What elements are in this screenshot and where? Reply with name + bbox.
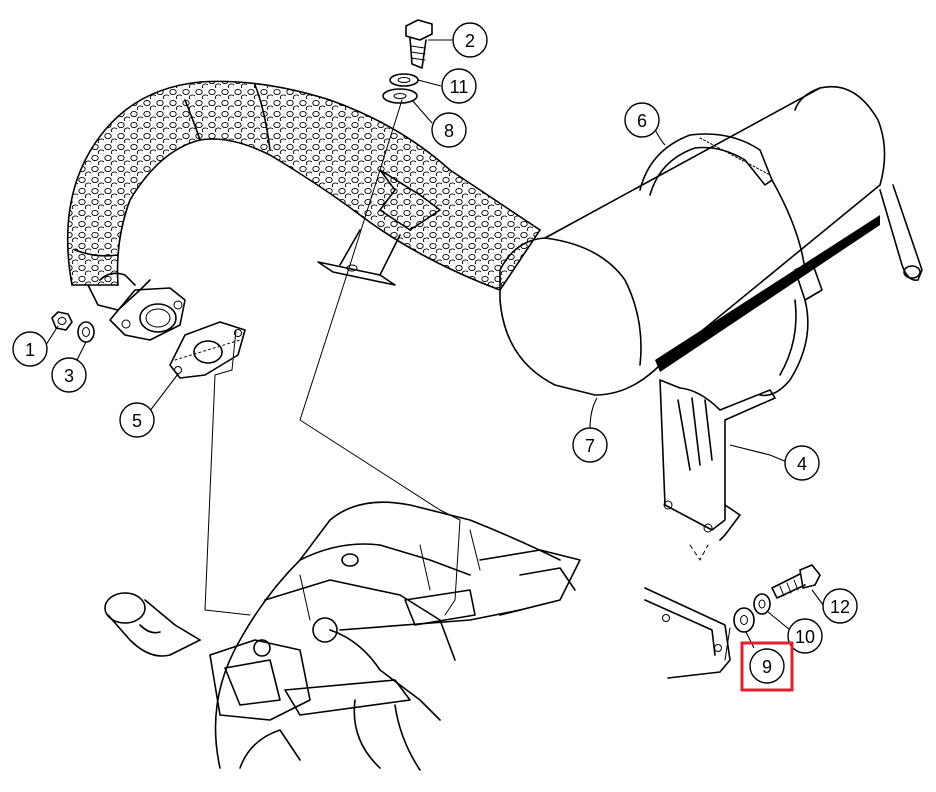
assembly-lines [204,99,731,661]
callout-5: 5 [119,402,155,438]
callout-9: 9 [749,648,785,684]
callout-7: 7 [572,427,608,463]
strap-clamp [639,133,823,397]
callout-label: 8 [444,121,454,141]
muffler [499,86,923,396]
callout-4: 4 [784,445,820,481]
callout-3: 3 [51,357,87,393]
gasket [169,321,246,379]
callout-label: 11 [450,77,469,97]
nut [51,311,73,331]
mount-knob [104,592,201,657]
lock-washer-bottom [753,593,771,615]
bolt-bottom [771,564,821,599]
callout-label: 7 [585,436,595,456]
callout-2: 2 [452,22,488,58]
flat-washer-top [382,88,418,104]
highlight-box [740,641,794,692]
callout-10: 10 [787,618,823,654]
callout-8: 8 [431,112,467,148]
washer [77,321,95,343]
callout-11: 11 [441,68,477,104]
callout-12: 12 [822,588,858,624]
callout-label: 3 [64,366,74,386]
engine-block [209,501,581,771]
callout-label: 1 [25,340,35,360]
mounting-bracket [659,379,776,561]
callout-label: 2 [465,31,475,51]
bolt-top [405,19,433,69]
callout-1: 1 [12,331,48,367]
frame-plate [644,587,731,679]
lock-washer-top [389,73,419,87]
callout-6: 6 [624,102,660,138]
flat-washer-bottom [733,607,755,633]
callout-label: 6 [637,111,647,131]
callout-label: 4 [797,454,807,474]
exhaust-elbow [87,272,186,341]
callout-label: 9 [762,657,772,677]
heat-shield-pipe [66,80,542,291]
callout-label: 5 [132,411,142,431]
callout-label: 10 [795,627,815,647]
callout-label: 12 [830,597,850,617]
